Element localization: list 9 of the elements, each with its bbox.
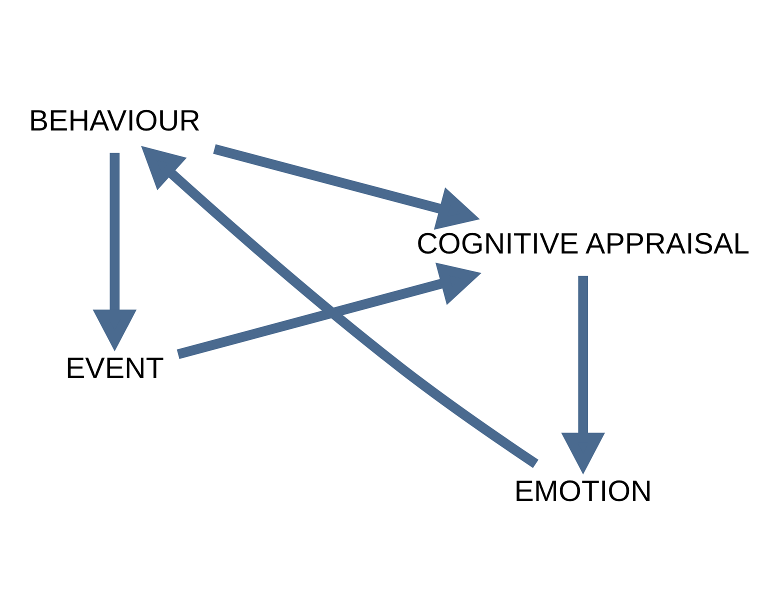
- arrow: [141, 145, 538, 468]
- node-text: EVENT: [65, 352, 164, 385]
- node-text: EMOTION: [514, 474, 652, 508]
- node-text: BEHAVIOUR: [28, 104, 201, 137]
- node-text: COGNITIVE APPRAISAL: [416, 226, 750, 260]
- arrow: [561, 275, 606, 474]
- arrow: [176, 262, 482, 359]
- arrow: [92, 152, 137, 351]
- arrow: [213, 144, 480, 230]
